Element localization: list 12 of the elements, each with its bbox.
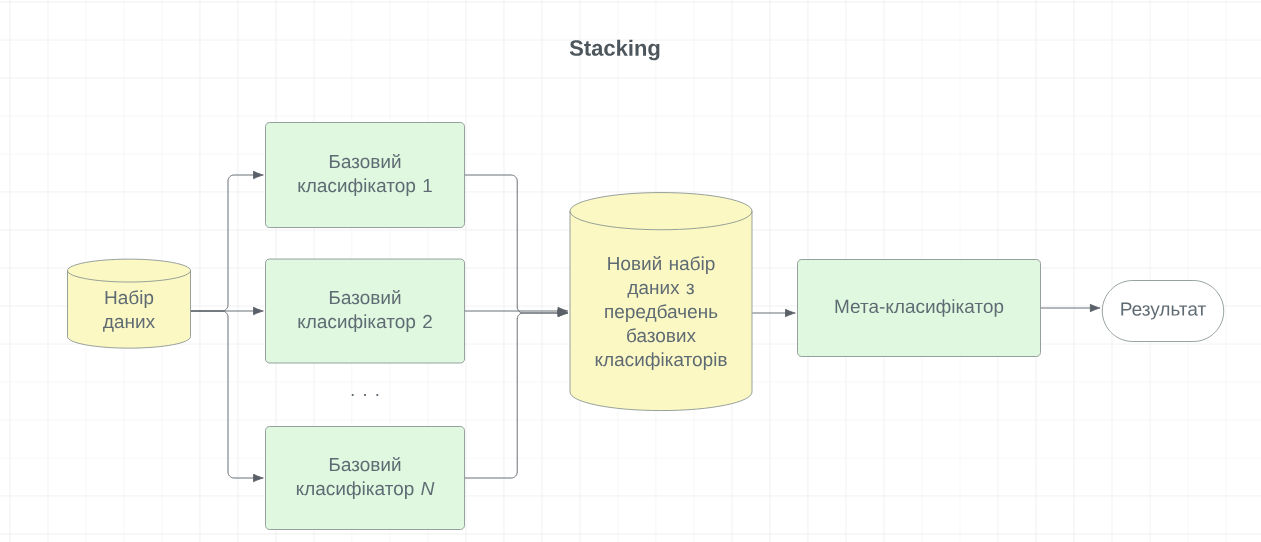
process-box: Мета-класифікатор [797,259,1041,357]
process-box: Базовий класифікатор N [265,426,465,530]
ellipsis: . . . [351,394,379,396]
arrow [752,308,796,318]
database-cylinder: Набір даних [67,258,191,349]
arrow [190,310,264,483]
process-box: Базовий класифікатор 2 [265,258,465,364]
title: Stacking [569,39,660,61]
database-cylinder: Новий набір даних з передбачень базових класифікаторів [569,192,753,411]
process-box: Базовий класифікатор 1 [265,122,465,228]
arrow [464,308,569,479]
arrow [1040,303,1101,313]
